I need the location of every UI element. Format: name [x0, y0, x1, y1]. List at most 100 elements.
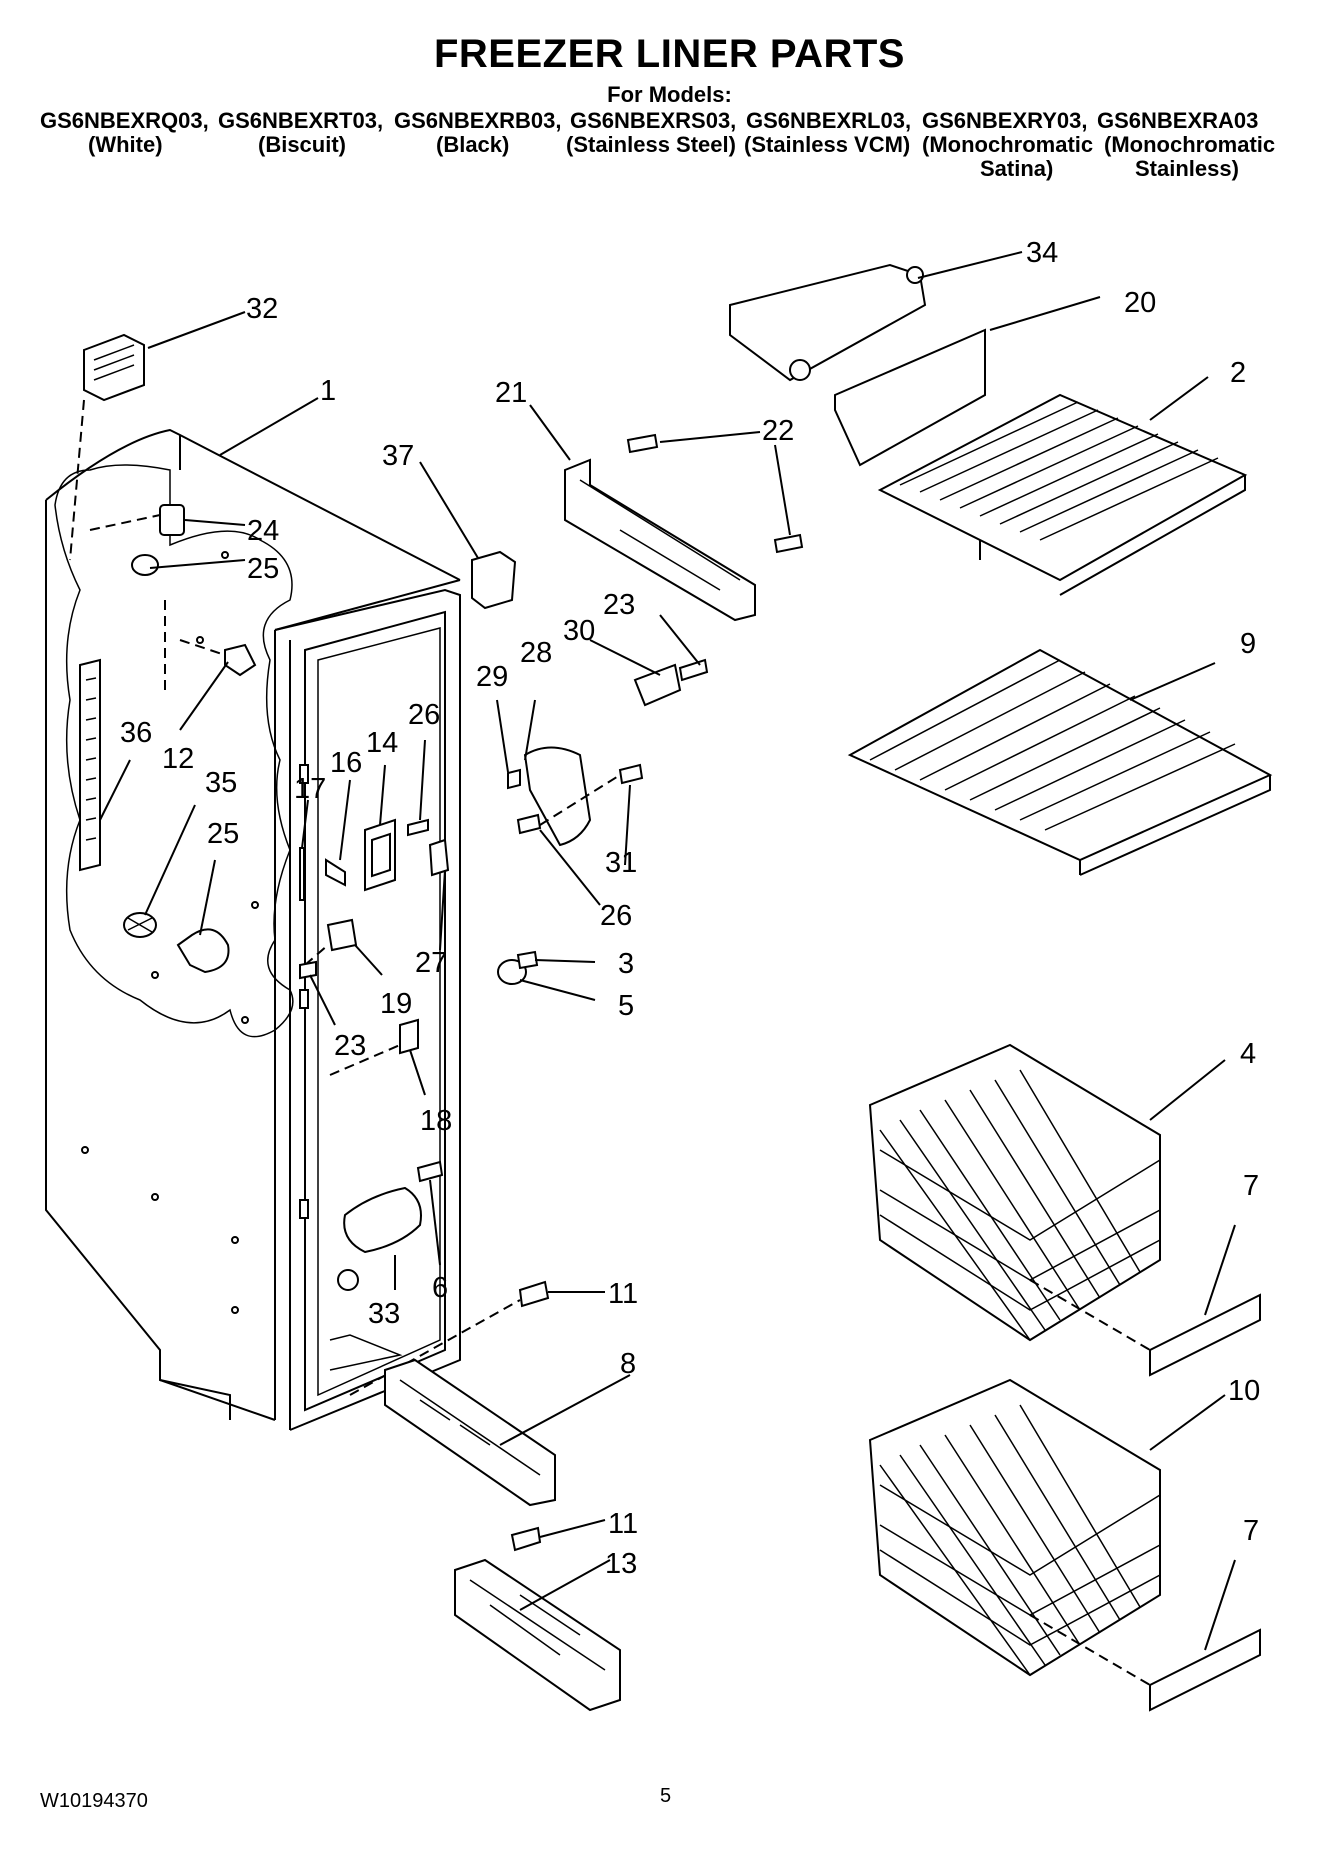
callout-11-lower: 11	[608, 1508, 638, 1540]
callout-26: 26	[408, 699, 440, 731]
model-code: GS6NBEXRS03,	[570, 108, 737, 133]
callout-20: 20	[1124, 287, 1156, 319]
callout-7: 7	[1243, 1170, 1259, 1202]
callout-19: 19	[380, 988, 412, 1020]
callout-33: 33	[368, 1298, 400, 1330]
callout-18: 18	[420, 1105, 452, 1137]
callout-32: 32	[246, 293, 278, 325]
callout-37: 37	[382, 440, 414, 472]
part-35-socket	[123, 912, 157, 938]
part-9-shelf	[847, 648, 1273, 876]
part-30-board	[633, 663, 682, 707]
part-31-screw	[618, 763, 644, 785]
callout-25-lower: 25	[207, 818, 239, 850]
page-title: FREEZER LINER PARTS	[433, 32, 905, 76]
callout-21: 21	[495, 377, 527, 409]
part-2-shelf	[877, 393, 1248, 596]
model-code: GS6NBEXRA03	[1097, 108, 1259, 133]
callout-35: 35	[205, 767, 237, 799]
part-26-screw-lower	[516, 813, 542, 835]
part-14-control	[364, 818, 396, 892]
part-34-hinge-cover	[729, 263, 927, 382]
callout-31: 31	[605, 847, 637, 879]
model-code: GS6NBEXRQ03,	[40, 108, 209, 133]
model-color: (Black)	[436, 132, 510, 157]
part-37-bracket	[471, 550, 517, 610]
model-color: (Monochromatic	[922, 132, 1094, 157]
model-code: GS6NBEXRT03,	[218, 108, 384, 133]
callout-13: 13	[605, 1548, 637, 1580]
part-22-screw	[626, 433, 659, 454]
part-8-control-panel	[384, 1358, 556, 1507]
callout-23-lower: 23	[334, 1030, 366, 1062]
callout-11: 11	[608, 1278, 638, 1310]
callout-numbers: 32 1 34 20 2 21 22 37 24 25 23 30 28 29 …	[120, 237, 1260, 1580]
model-color: (Biscuit)	[258, 132, 346, 157]
model-code: GS6NBEXRL03,	[746, 108, 912, 133]
model-color: (Stainless Steel)	[566, 132, 736, 157]
callout-23: 23	[603, 589, 635, 621]
part-16-bracket	[325, 858, 346, 887]
part-10-basket	[868, 1378, 1161, 1677]
callout-7-lower: 7	[1243, 1515, 1259, 1547]
callout-24: 24	[247, 515, 279, 547]
callout-28: 28	[520, 637, 552, 669]
part-23-screw-2	[678, 658, 709, 682]
part-28-motor	[523, 746, 592, 847]
part-21-bracket	[564, 458, 756, 622]
callout-27: 27	[415, 947, 447, 979]
callout-30: 30	[563, 615, 595, 647]
callout-10: 10	[1228, 1375, 1260, 1407]
page-number: 5	[660, 1785, 672, 1807]
part-13-panel	[454, 1558, 621, 1712]
for-models-label: For Models:	[607, 82, 732, 107]
model-code: GS6NBEXRB03,	[394, 108, 562, 133]
part-33-housing	[343, 1186, 422, 1254]
callout-4: 4	[1240, 1038, 1256, 1070]
callout-25: 25	[247, 553, 279, 585]
part-7-strip-lower	[1149, 1628, 1261, 1712]
callout-8: 8	[620, 1348, 636, 1380]
part-18-switch	[399, 1018, 419, 1055]
callout-5: 5	[618, 990, 634, 1022]
part-3-knob	[497, 950, 539, 985]
part-4-basket	[868, 1043, 1161, 1342]
part-20-shield	[834, 328, 986, 467]
callout-36: 36	[120, 717, 152, 749]
callout-3: 3	[618, 948, 634, 980]
callout-29: 29	[476, 661, 508, 693]
part-25-bulb	[176, 928, 230, 974]
callout-16: 16	[330, 747, 362, 779]
leader-lines	[99, 251, 1236, 1651]
part-27-cover	[428, 838, 450, 877]
document-number: W10194370	[40, 1790, 148, 1812]
model-color: (Stainless VCM)	[744, 132, 911, 157]
part-11-screw	[518, 1280, 550, 1308]
part-19-bracket	[326, 918, 358, 952]
part-7-strip	[1149, 1293, 1261, 1377]
part-23-screw	[299, 960, 317, 980]
part-12-clip	[224, 643, 257, 677]
callout-22: 22	[762, 415, 794, 447]
callout-12: 12	[162, 743, 194, 775]
part-24-socket	[89, 504, 185, 690]
freezer-liner	[45, 428, 461, 1431]
model-color-line2: Stainless)	[1135, 156, 1239, 181]
part-29-clip	[507, 768, 521, 790]
part-22-screw-2	[773, 533, 804, 554]
callout-26-lower: 26	[600, 900, 632, 932]
part-17-pin	[299, 847, 305, 901]
model-color: (Monochromatic	[1104, 132, 1276, 157]
callout-14: 14	[366, 727, 398, 759]
callout-34: 34	[1026, 237, 1058, 269]
model-code: GS6NBEXRY03,	[922, 108, 1088, 133]
callout-6: 6	[432, 1272, 448, 1304]
callout-1: 1	[320, 375, 336, 407]
part-11-screw-lower	[510, 1526, 542, 1552]
part-36-light-strip	[79, 658, 101, 872]
part-32-clip	[69, 333, 145, 561]
model-color: (White)	[88, 132, 163, 157]
callout-9: 9	[1240, 628, 1256, 660]
part-6-screw	[416, 1160, 444, 1183]
